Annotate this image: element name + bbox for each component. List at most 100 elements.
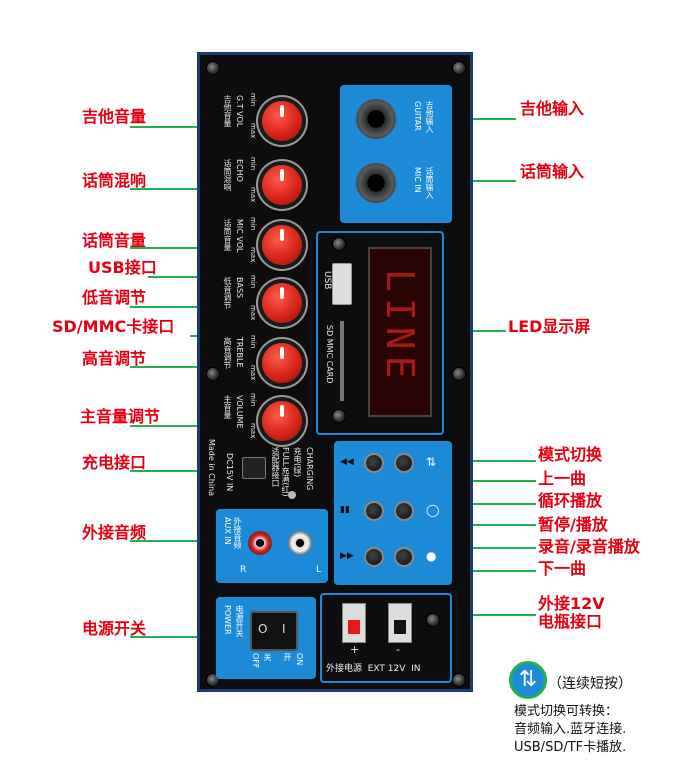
ext-plus-label: + bbox=[350, 643, 360, 656]
rotary-knob[interactable] bbox=[262, 101, 302, 141]
record-button[interactable] bbox=[394, 547, 414, 567]
knob-pointer bbox=[280, 169, 284, 181]
aux-r-label: R bbox=[240, 565, 247, 575]
label-master-vol: 主音量调节 bbox=[80, 407, 161, 426]
knob-min-label: min bbox=[249, 217, 257, 231]
dc-in-label: DC15V IN bbox=[225, 453, 234, 492]
charge-indicator-led bbox=[288, 491, 296, 499]
rotary-knob[interactable] bbox=[262, 401, 302, 441]
mode-button[interactable] bbox=[394, 453, 414, 473]
ext-minus-label: - bbox=[396, 643, 400, 656]
aux-in-label-en: AUX IN bbox=[223, 517, 232, 545]
leader-record bbox=[410, 547, 536, 549]
knob-label-cn: 低音调节 bbox=[223, 277, 232, 309]
aux-in-panel: AUX IN 外接音频 R L bbox=[216, 509, 328, 583]
knob-pointer bbox=[280, 105, 284, 117]
pause-button[interactable] bbox=[364, 501, 384, 521]
guitar-jack-label-cn: 吉他输入 bbox=[425, 101, 434, 133]
label-prev: 上一曲 bbox=[538, 469, 587, 488]
ext-terminal-positive[interactable] bbox=[342, 603, 366, 643]
ext-terminal-negative[interactable] bbox=[388, 603, 412, 643]
label-mode: 模式切换 bbox=[538, 445, 603, 464]
terminal-red-clip bbox=[348, 620, 360, 634]
aux-rca-right[interactable] bbox=[248, 531, 272, 555]
screw-icon bbox=[332, 409, 346, 423]
label-guitar-vol: 吉他音量 bbox=[82, 107, 147, 126]
loop-icon: ◯ bbox=[426, 503, 440, 517]
dc-power-jack[interactable] bbox=[242, 457, 266, 479]
knob-min-label: min bbox=[249, 275, 257, 289]
power-switch[interactable]: O I bbox=[250, 611, 298, 651]
sd-card-label: SD MMC CARD bbox=[325, 325, 334, 384]
knob-label-en: G.T VOL bbox=[235, 95, 244, 128]
aux-in-label-cn: 外接音频 bbox=[233, 517, 242, 549]
switch-i-mark: I bbox=[282, 622, 286, 636]
knob-min-label: min bbox=[249, 335, 257, 349]
knob-max-label: max bbox=[249, 247, 257, 263]
rotary-knob[interactable] bbox=[262, 165, 302, 205]
charging-cn-label: 充电(绿) bbox=[293, 447, 302, 478]
label-ext12v-1: 外接12V bbox=[538, 594, 605, 613]
ext-12v-label: 外接电源 EXT 12V IN bbox=[326, 664, 421, 674]
guitar-jack-label-en: GUITAR bbox=[413, 101, 422, 131]
label-ext12v-2: 电瓶接口 bbox=[538, 612, 603, 631]
rotary-knob[interactable] bbox=[262, 283, 302, 323]
knob-max-label: max bbox=[249, 305, 257, 321]
prev-button[interactable] bbox=[364, 453, 384, 473]
knob-label-en: MIC VOL bbox=[235, 219, 244, 253]
mode-icon: ⇅ bbox=[426, 455, 437, 469]
control-button-panel: ◀◀⇅▮▮◯▶▶● bbox=[334, 441, 452, 585]
led-display-text: LINE bbox=[378, 269, 422, 385]
power-label-cn: 电源开关 bbox=[235, 605, 244, 637]
dc-in-cn-label: 适配器接口 bbox=[271, 447, 280, 487]
knob-label-en: BASS bbox=[235, 277, 244, 299]
knob-label-cn: 高音调节 bbox=[223, 337, 232, 369]
label-next: 下一曲 bbox=[538, 559, 587, 578]
note-line-3: USB/SD/TF卡播放. bbox=[514, 740, 627, 755]
screw-icon bbox=[452, 367, 466, 381]
label-mic-in: 话筒输入 bbox=[520, 162, 585, 181]
label-guitar-in: 吉他输入 bbox=[520, 99, 585, 118]
usb-port[interactable] bbox=[332, 263, 352, 305]
power-label-en: POWER bbox=[223, 605, 232, 635]
knob-pointer bbox=[280, 229, 284, 241]
screw-icon bbox=[426, 613, 440, 627]
usb-port-label: USB bbox=[322, 271, 332, 290]
knob-min-label: min bbox=[249, 93, 257, 107]
led-display: LINE bbox=[368, 247, 432, 417]
knob-min-label: min bbox=[249, 157, 257, 171]
label-bass: 低音调节 bbox=[82, 288, 147, 307]
label-treble: 高音调节 bbox=[82, 349, 147, 368]
screw-icon bbox=[452, 61, 466, 75]
switch-o-mark: O bbox=[258, 622, 268, 636]
knob-label-en: TREBLE bbox=[235, 337, 244, 368]
knob-label-en: ECHO bbox=[235, 159, 244, 182]
mic-jack-label-en: MIC IN bbox=[413, 167, 422, 193]
knob-pointer bbox=[280, 287, 284, 299]
aux-l-label: L bbox=[316, 565, 322, 575]
loop-button[interactable] bbox=[394, 501, 414, 521]
pause-icon: ▮▮ bbox=[340, 505, 350, 515]
knob-label-cn: 话筒音量 bbox=[223, 219, 232, 251]
guitar-jack[interactable] bbox=[356, 99, 396, 139]
next-button[interactable] bbox=[364, 547, 384, 567]
aux-rca-left[interactable] bbox=[288, 531, 312, 555]
screw-icon bbox=[206, 61, 220, 75]
label-loop: 循环播放 bbox=[538, 491, 603, 510]
knob-label-cn: 吉他音量 bbox=[223, 95, 232, 127]
label-pause: 暂停/播放 bbox=[538, 515, 608, 534]
knob-label-cn: 主音量 bbox=[223, 395, 232, 419]
label-aux-in: 外接音频 bbox=[82, 523, 147, 542]
knob-label-en: VOLUME bbox=[235, 395, 244, 429]
rotary-knob[interactable] bbox=[262, 343, 302, 383]
mic-jack[interactable] bbox=[356, 163, 396, 203]
leader-aux-in bbox=[130, 540, 240, 542]
knob-pointer bbox=[280, 405, 284, 417]
rotary-knob[interactable] bbox=[262, 225, 302, 265]
sd-card-slot[interactable] bbox=[340, 321, 344, 401]
label-sd-mmc: SD/MMC卡接口 bbox=[52, 317, 175, 336]
knob-max-label: max bbox=[249, 423, 257, 439]
mic-jack-label-cn: 话筒输入 bbox=[425, 167, 434, 199]
label-charge-port: 充电接口 bbox=[82, 453, 147, 472]
leader-ext12v bbox=[420, 614, 536, 616]
